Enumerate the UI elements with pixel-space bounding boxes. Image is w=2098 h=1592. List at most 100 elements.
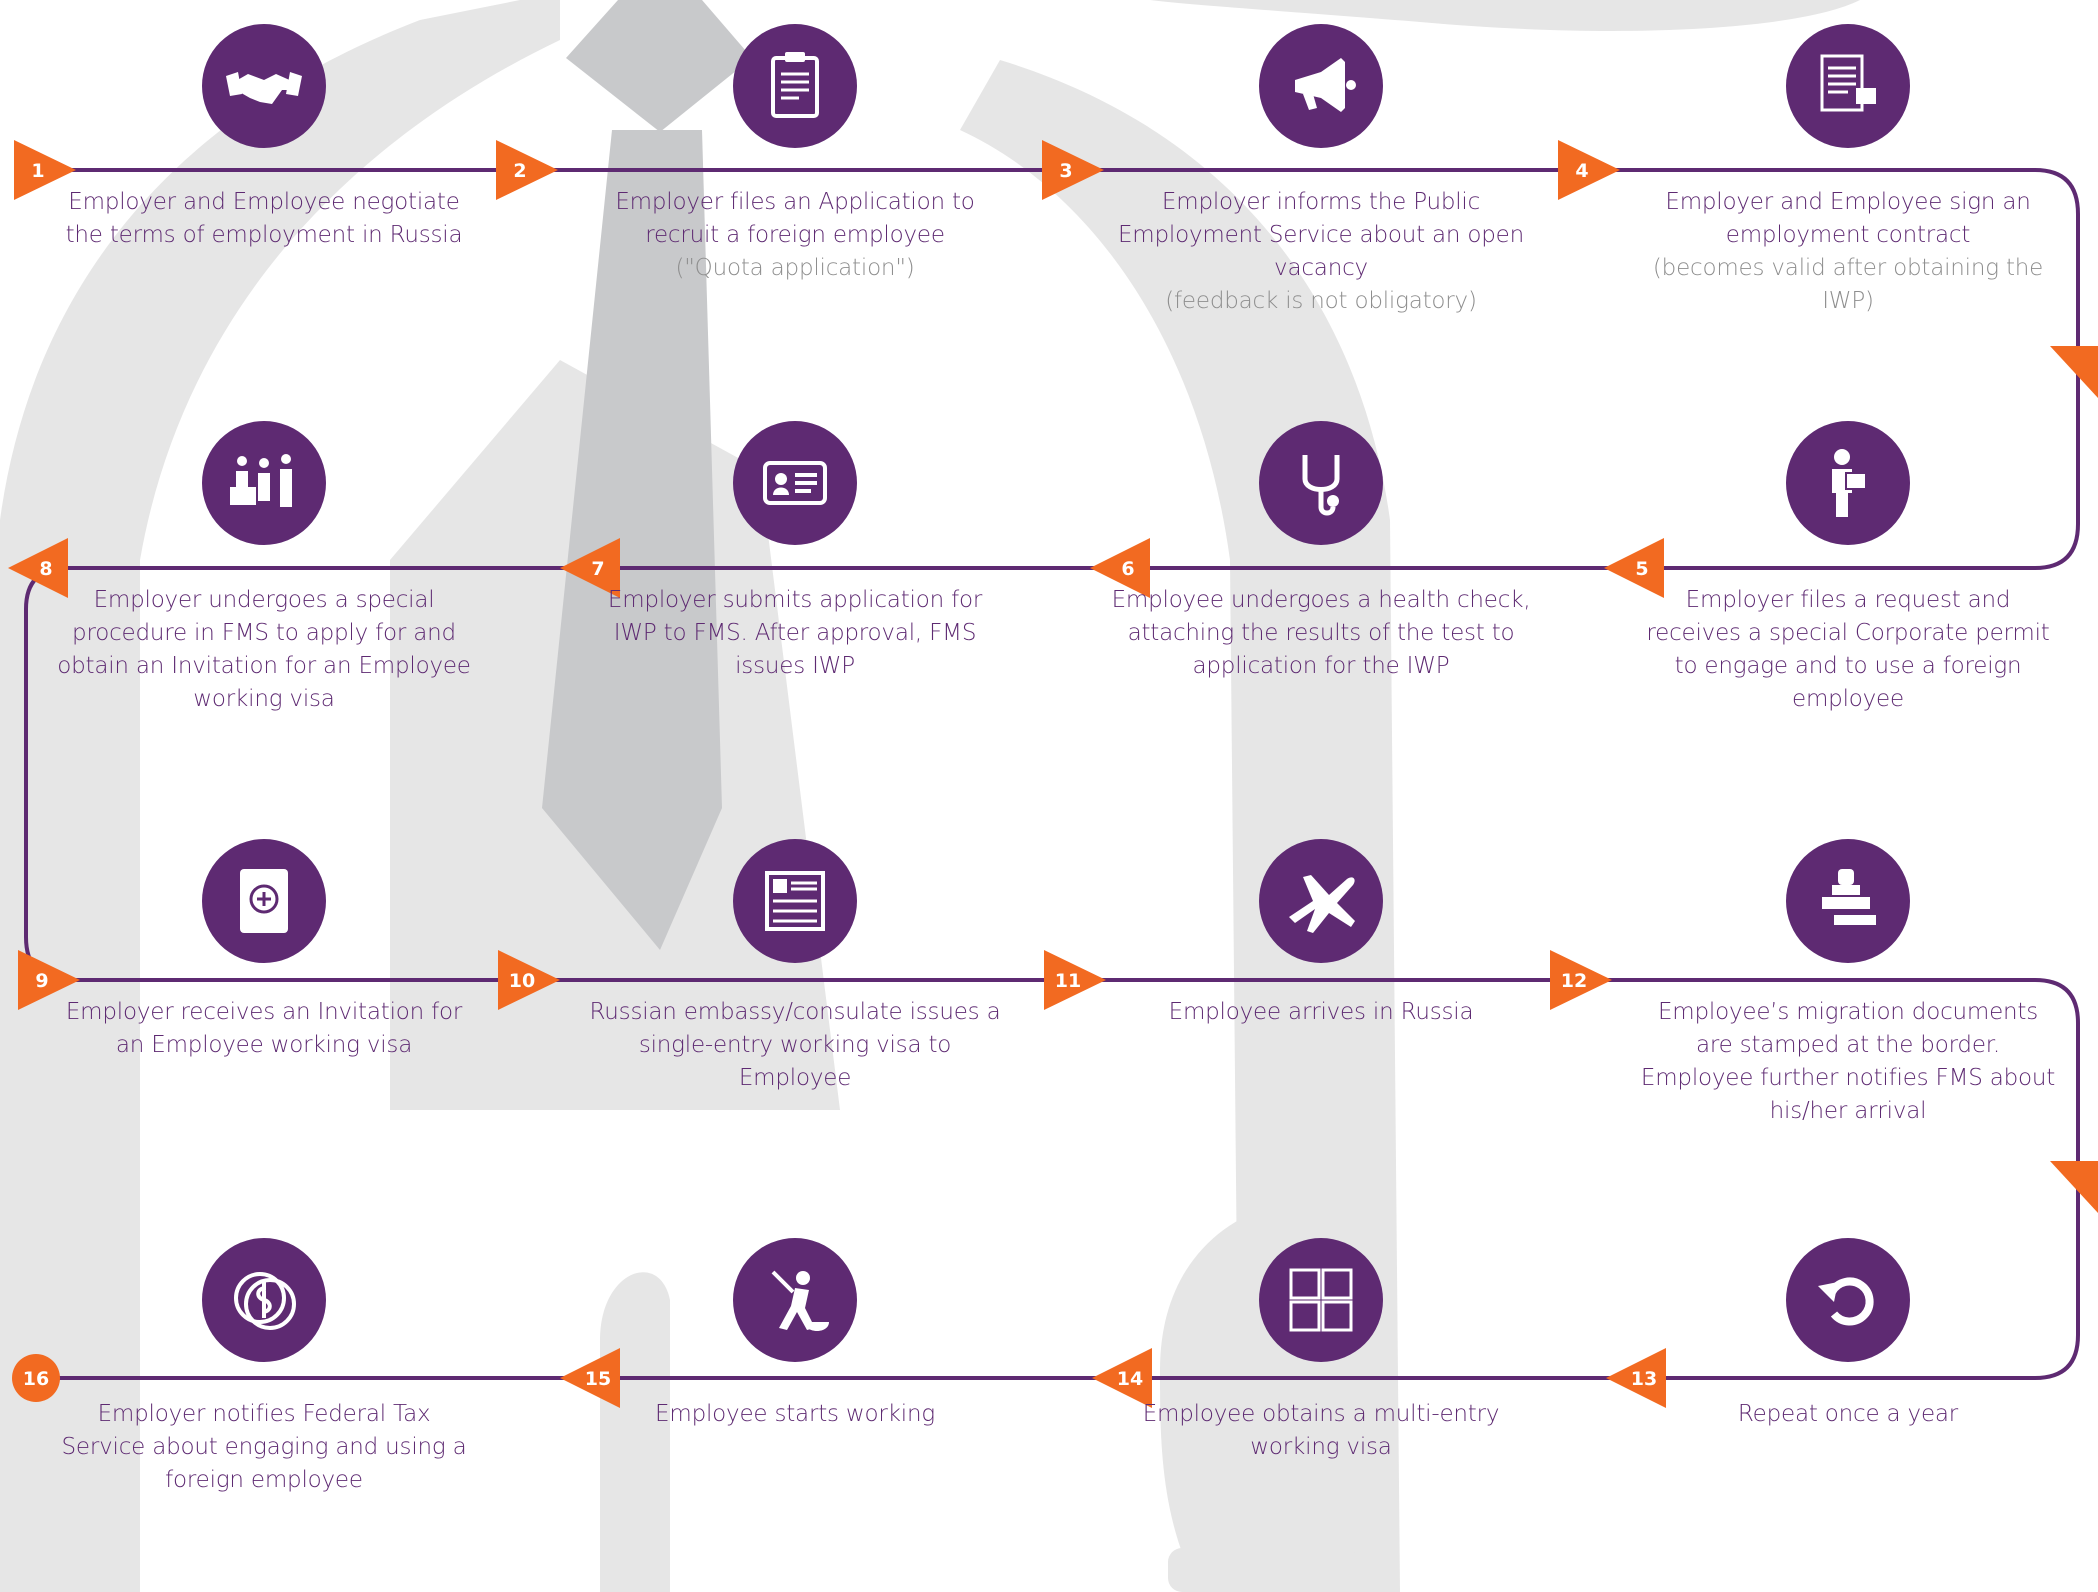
step-13-number: 13 [1631, 1368, 1657, 1390]
step-11-badge: 11 [1044, 950, 1106, 1010]
contract-icon [1820, 54, 1876, 112]
step-4-number: 4 [1575, 160, 1588, 182]
step-16-badge: 16 [12, 1354, 60, 1402]
coins-icon [234, 1272, 296, 1330]
step-14-icon-circle [733, 1238, 857, 1362]
step-9-number: 9 [35, 970, 48, 992]
worker-icon [771, 1270, 829, 1331]
step-8-description: Employer undergoes a special procedure i… [54, 584, 474, 716]
step-12-badge: 12 [1550, 950, 1612, 1010]
step-1-number: 1 [31, 160, 44, 182]
step-12-number: 12 [1561, 970, 1587, 992]
step-12-description: Employee’s migration documents are stamp… [1638, 996, 2058, 1128]
step-14-description: Employee starts working [585, 1398, 1005, 1431]
step-11-icon-circle [1259, 839, 1383, 963]
step-15-description: Employee obtains a multi-entry working v… [1111, 1398, 1531, 1464]
step-12-badge-shape [1550, 950, 1612, 1010]
step-16-icon-circle [1786, 1238, 1910, 1362]
step-14-badge-shape [1092, 1348, 1152, 1408]
background-circle-bottom-left [0, 1240, 112, 1464]
step-13-description: Employer notifies Federal Tax Service ab… [54, 1398, 474, 1497]
step-1-text: Employer and Employee negotiate the term… [65, 189, 463, 248]
visa-icon [765, 871, 825, 931]
step-8-number: 8 [39, 558, 52, 580]
step-5-number: 5 [1635, 558, 1648, 580]
step-6-text: Employee undergoes a health check, attac… [1111, 587, 1531, 679]
step-11-number: 11 [1055, 970, 1081, 992]
background-arc-left [0, 0, 560, 1592]
person-with-permit-icon [1832, 449, 1867, 517]
step-13-text: Employer notifies Federal Tax Service ab… [61, 1401, 467, 1493]
step-13-icon-circle [202, 1238, 326, 1362]
step-11-badge-shape [1044, 950, 1106, 1010]
step-3-icon-circle [1259, 24, 1383, 148]
step-7-badge-shape [560, 538, 620, 598]
step-7-icon-circle [733, 421, 857, 545]
step-3-text: Employer informs the Public Employment S… [1117, 189, 1525, 281]
step-1-badge: 1 [14, 140, 76, 200]
step-3-note: (feedback is not obligatory) [1165, 288, 1477, 314]
step-10-badge: 10 [498, 950, 560, 1010]
queue-desk-icon [230, 454, 292, 507]
step-5-badge: 5 [1604, 538, 1664, 598]
step-4-note: (becomes valid after obtaining the IWP) [1652, 255, 2044, 314]
step-10-number: 10 [509, 970, 535, 992]
step-4-text: Employer and Employee sign an employment… [1665, 189, 2031, 248]
megaphone-icon [1295, 58, 1356, 112]
step-2-note: ("Quota application") [675, 255, 915, 281]
passport-icon [240, 869, 288, 933]
step-5-icon-circle [1786, 421, 1910, 545]
step-10-description: Russian embassy/consulate issues a singl… [585, 996, 1005, 1095]
tie-blade [542, 130, 722, 950]
step-15-icon-circle [1259, 1238, 1383, 1362]
step-1-description: Employer and Employee negotiate the term… [54, 186, 474, 252]
step-11-description: Employee arrives in Russia [1111, 996, 1531, 1029]
step-8-text: Employer undergoes a special procedure i… [57, 587, 471, 712]
stamp-icon [1822, 869, 1876, 925]
step-4-description: Employer and Employee sign an employment… [1638, 186, 2058, 318]
step-11-text: Employee arrives in Russia [1168, 999, 1474, 1025]
step-4-badge-shape [1558, 140, 1620, 200]
stethoscope-icon [1302, 455, 1340, 516]
step-10-badge-shape [498, 950, 560, 1010]
step-4-icon-circle [1786, 24, 1910, 148]
step-15-badge-shape [560, 1348, 620, 1408]
step-2-number: 2 [513, 160, 526, 182]
step-9-icon-circle [202, 839, 326, 963]
step-1-badge-shape [14, 140, 76, 200]
step-2-badge-shape [496, 140, 558, 200]
step-15-number: 15 [585, 1368, 611, 1390]
step-7-text: Employer submits application for IWP to … [607, 587, 983, 679]
step-5-description: Employer files a request and receives a … [1638, 584, 2058, 716]
step-8-badge-shape [8, 538, 68, 598]
clipboard-icon [771, 52, 819, 118]
background-pedestal [1168, 1548, 1358, 1592]
step-3-number: 3 [1059, 160, 1072, 182]
multi-visa-icon [1289, 1268, 1353, 1332]
step-3-description: Employer informs the Public Employment S… [1111, 186, 1531, 318]
id-card-icon [763, 461, 827, 505]
step-9-description: Employer receives an Invitation for an E… [54, 996, 474, 1062]
step-5-badge-shape [1604, 538, 1664, 598]
step-5-text: Employer files a request and receives a … [1646, 587, 2050, 712]
flow-connector-line [24, 168, 2080, 1380]
step-4-badge: 4 [1558, 140, 1620, 200]
repeat-icon [1818, 1277, 1874, 1326]
step-6-number: 6 [1121, 558, 1134, 580]
background-arc-top [1150, 0, 1860, 31]
step-6-icon-circle [1259, 421, 1383, 545]
step-2-description: Employer files an Application to recruit… [585, 186, 1005, 285]
step-16-text: Repeat once a year [1737, 1401, 1959, 1427]
step-14-badge: 14 [1092, 1348, 1152, 1408]
step-6-badge-shape [1090, 538, 1150, 598]
step-13-badge-shape [1606, 1348, 1666, 1408]
step-7-badge: 7 [560, 538, 620, 598]
step-13-badge: 13 [1606, 1348, 1666, 1408]
step-9-badge: 9 [18, 950, 80, 1010]
step-10-text: Russian embassy/consulate issues a singl… [589, 999, 1001, 1091]
step-15-badge: 15 [560, 1348, 620, 1408]
step-14-text: Employee starts working [655, 1401, 935, 1427]
step-8-badge: 8 [8, 538, 68, 598]
step-7-number: 7 [591, 558, 604, 580]
step-2-icon-circle [733, 24, 857, 148]
